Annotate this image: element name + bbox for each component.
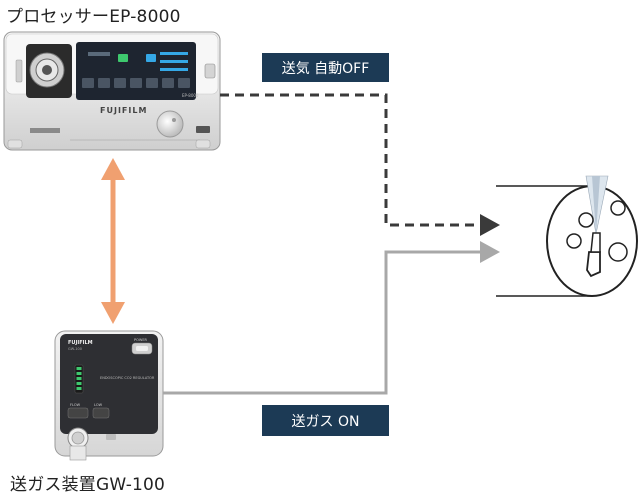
gas-arrow-head	[480, 241, 500, 263]
regulator-model-mark: GW-100	[68, 347, 82, 351]
air-auto-off-tag: 送気 自動OFF	[262, 53, 389, 82]
air-arrow-head	[480, 214, 500, 236]
gas-on-tag: 送ガス ON	[262, 405, 389, 436]
regulator-brand-logo: FUJIFILM	[68, 340, 93, 346]
power-label: POWER	[134, 338, 148, 342]
regulator-device: FUJIFILM GW-100 POWER ENDOSCOPIC CO2 REG…	[54, 330, 164, 461]
low-label: LOW	[94, 403, 103, 407]
regulator-panel-label: ENDOSCOPIC CO2 REGULATOR	[100, 376, 155, 380]
gas-supply-line	[163, 250, 488, 395]
link-double-arrow	[101, 158, 125, 324]
endoscope-tip-diagram	[496, 175, 638, 297]
processor-title: プロセッサーEP-8000	[6, 7, 181, 27]
processor-model-mark: EP-8000	[182, 93, 199, 98]
processor-device: EP-8000 FUJIFILM	[3, 31, 221, 151]
processor-brand-logo: FUJIFILM	[100, 106, 147, 115]
air-supply-dashed-line	[220, 93, 488, 227]
regulator-title: 送ガス装置GW-100	[10, 475, 166, 495]
flow-label: FLOW	[70, 403, 81, 407]
